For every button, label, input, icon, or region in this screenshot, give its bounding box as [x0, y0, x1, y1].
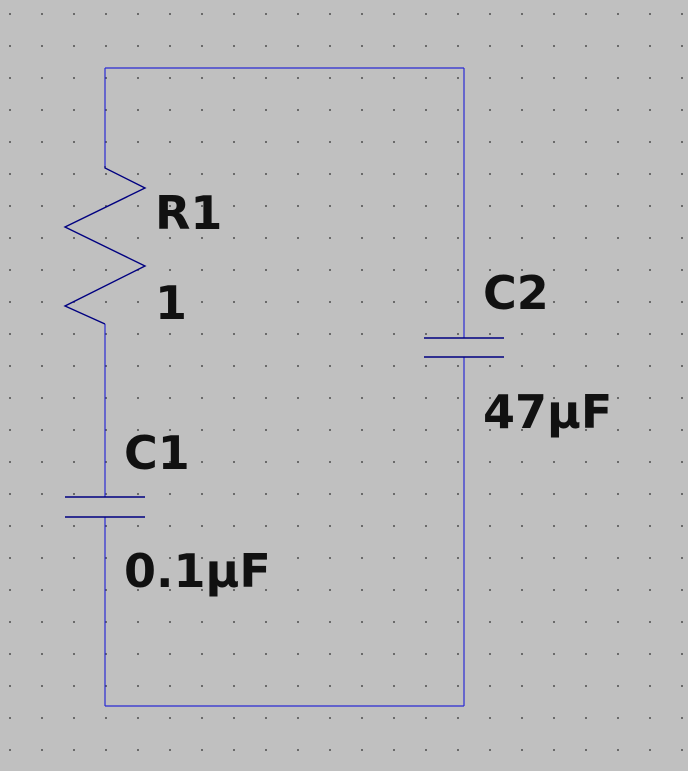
r1-name-label: R1 [155, 186, 222, 240]
capacitor-c1[interactable]: C1 0.1µF [65, 426, 271, 598]
c2-name-label: C2 [483, 266, 549, 320]
capacitor-c2[interactable]: C2 47µF [424, 266, 612, 439]
c1-name-label: C1 [124, 426, 190, 480]
r1-value-label: 1 [155, 276, 187, 330]
c1-value-label: 0.1µF [124, 544, 271, 598]
resistor-r1[interactable]: R1 1 [63, 166, 222, 330]
resistor-symbol [63, 166, 147, 325]
c2-value-label: 47µF [483, 385, 612, 439]
